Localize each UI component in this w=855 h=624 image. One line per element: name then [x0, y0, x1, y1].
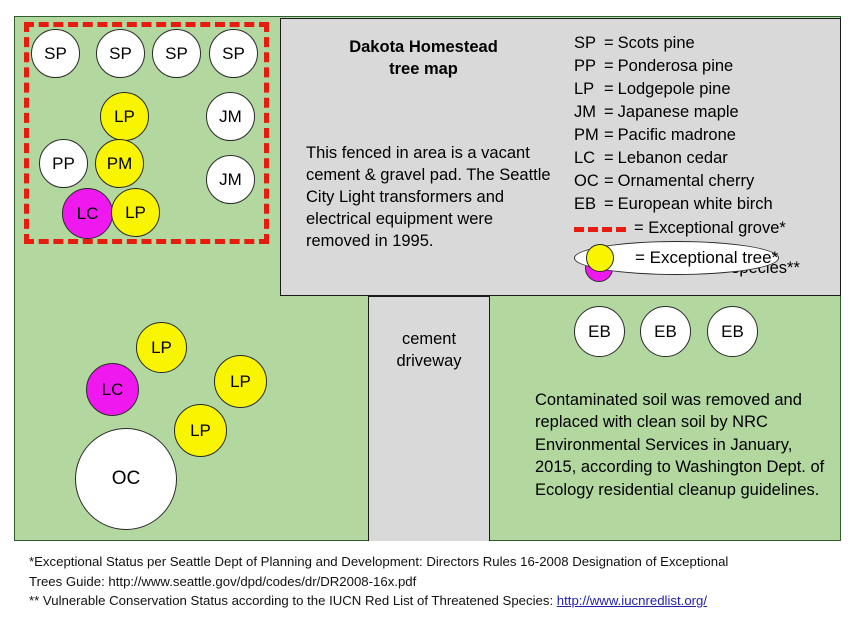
legend-equals-lp: =	[604, 80, 614, 98]
legend-code-eb: EB	[574, 195, 597, 213]
legend-equals-jm: =	[604, 103, 614, 121]
legend-item-lp: LP = Lodgepole pine	[574, 78, 834, 101]
page-title: Dakota Homestead tree map	[291, 37, 556, 81]
tree-marker-label: SP	[222, 43, 245, 63]
tree-marker-sp[interactable]: SP	[96, 29, 145, 78]
legend-item-lc: LC = Lebanon cedar	[574, 147, 834, 170]
footnote-line-3-text: ** Vulnerable Conservation Status accord…	[29, 593, 557, 609]
tree-marker-label: LP	[151, 337, 172, 357]
legend: SP = Scots pine PP = Ponderosa pine LP =…	[574, 32, 834, 288]
tree-marker-lc[interactable]: LC	[86, 363, 139, 416]
tree-marker-label: JM	[219, 169, 242, 189]
tree-marker-sp[interactable]: SP	[209, 29, 258, 78]
tree-marker-label: LP	[190, 420, 211, 440]
tree-marker-lp[interactable]: LP	[174, 404, 227, 457]
legend-name-lp: Lodgepole pine	[617, 80, 731, 98]
legend-code-pm: PM	[574, 126, 599, 144]
legend-equals-eb: =	[604, 195, 614, 213]
tree-marker-lc[interactable]: LC	[62, 188, 113, 239]
legend-code-oc: OC	[574, 172, 599, 190]
legend-code-lc: LC	[574, 149, 596, 167]
tree-marker-label: SP	[109, 43, 132, 63]
page-title-line1: Dakota Homestead	[349, 38, 498, 56]
tree-marker-eb[interactable]: EB	[640, 306, 691, 357]
tree-marker-pm[interactable]: PM	[95, 139, 144, 188]
legend-name-sp: Scots pine	[617, 34, 695, 52]
page-title-line2: tree map	[389, 59, 458, 78]
legend-equals-lc: =	[604, 149, 614, 167]
legend-code-pp: PP	[574, 57, 597, 75]
iucn-redlist-link[interactable]: http://www.iucnredlist.org/	[556, 593, 708, 609]
tree-marker-jm[interactable]: JM	[206, 92, 255, 141]
legend-equals-pm: =	[604, 126, 614, 144]
tree-marker-sp[interactable]: SP	[152, 29, 201, 78]
legend-code-jm: JM	[574, 103, 596, 121]
exceptional-grove-boundary	[24, 22, 269, 244]
tree-marker-jm[interactable]: JM	[206, 155, 255, 204]
tree-marker-sp[interactable]: SP	[31, 29, 80, 78]
tree-marker-label: LC	[76, 203, 99, 223]
fenced-area-description: This fenced in area is a vacant cement &…	[306, 144, 551, 250]
tree-marker-eb[interactable]: EB	[574, 306, 625, 357]
yellow-circle-icon	[575, 244, 631, 272]
legend-equals-sp: =	[604, 34, 614, 52]
legend-item-exceptional-tree: = Exceptional tree*	[574, 241, 780, 275]
legend-name-oc: Ornamental cherry	[617, 172, 755, 190]
info-panel: Dakota Homestead tree map This fenced in…	[280, 18, 841, 296]
legend-item-pm: PM = Pacific madrone	[574, 124, 834, 147]
cement-driveway-label: cement driveway	[369, 329, 489, 373]
legend-equals-pp: =	[604, 57, 614, 75]
legend-name-pp: Ponderosa pine	[617, 57, 734, 75]
legend-name-pm: Pacific madrone	[617, 126, 736, 144]
legend-item-pp: PP = Ponderosa pine	[574, 55, 834, 78]
legend-code-lp: LP	[574, 80, 595, 98]
tree-marker-label: EB	[588, 321, 611, 341]
tree-marker-label: PM	[106, 153, 133, 173]
tree-marker-pp[interactable]: PP	[39, 139, 88, 188]
tree-marker-label: LP	[230, 371, 251, 391]
footnotes: *Exceptional Status per Seattle Dept of …	[29, 552, 839, 611]
tree-marker-label: SP	[44, 43, 67, 63]
dashed-line-icon	[574, 217, 630, 240]
tree-marker-label: LC	[101, 379, 124, 399]
tree-marker-eb[interactable]: EB	[707, 306, 758, 357]
tree-marker-label: JM	[219, 106, 242, 126]
soil-remediation-note: Contaminated soil was removed and replac…	[535, 391, 825, 499]
driveway-label-line1: cement	[401, 330, 457, 348]
cement-driveway-area: cement driveway	[368, 296, 490, 541]
tree-marker-label: LP	[125, 202, 146, 222]
legend-equals-oc: =	[604, 172, 614, 190]
tree-marker-lp[interactable]: LP	[100, 92, 149, 141]
legend-item-exceptional-grove: = Exceptional grove*	[574, 217, 834, 240]
legend-item-eb: EB = European white birch	[574, 193, 834, 216]
legend-item-jm: JM = Japanese maple	[574, 101, 834, 124]
tree-marker-label: PP	[52, 153, 75, 173]
tree-marker-lp[interactable]: LP	[214, 355, 267, 408]
footnote-line-3: ** Vulnerable Conservation Status accord…	[29, 591, 839, 611]
tree-marker-label: OC	[111, 468, 141, 489]
footnote-line-1: *Exceptional Status per Seattle Dept of …	[29, 554, 729, 569]
tree-marker-lp[interactable]: LP	[111, 188, 160, 237]
legend-item-oc: OC = Ornamental cherry	[574, 170, 834, 193]
legend-code-sp: SP	[574, 34, 597, 52]
tree-marker-label: EB	[721, 321, 744, 341]
legend-name-eb: European white birch	[617, 195, 773, 213]
legend-item-sp: SP = Scots pine	[574, 32, 834, 55]
tree-marker-label: LP	[114, 106, 135, 126]
tree-marker-lp[interactable]: LP	[136, 322, 187, 373]
driveway-label-line2: driveway	[396, 351, 462, 370]
legend-name-lc: Lebanon cedar	[617, 149, 728, 167]
tree-marker-oc[interactable]: OC	[75, 428, 177, 530]
tree-marker-label: SP	[165, 43, 188, 63]
footnote-line-2: Trees Guide: http://www.seattle.gov/dpd/…	[29, 573, 417, 589]
legend-name-exceptional-grove: = Exceptional grove*	[634, 219, 786, 237]
legend-name-exceptional-tree: = Exceptional tree*	[635, 248, 779, 267]
tree-marker-label: EB	[654, 321, 677, 341]
legend-name-jm: Japanese maple	[617, 103, 739, 121]
